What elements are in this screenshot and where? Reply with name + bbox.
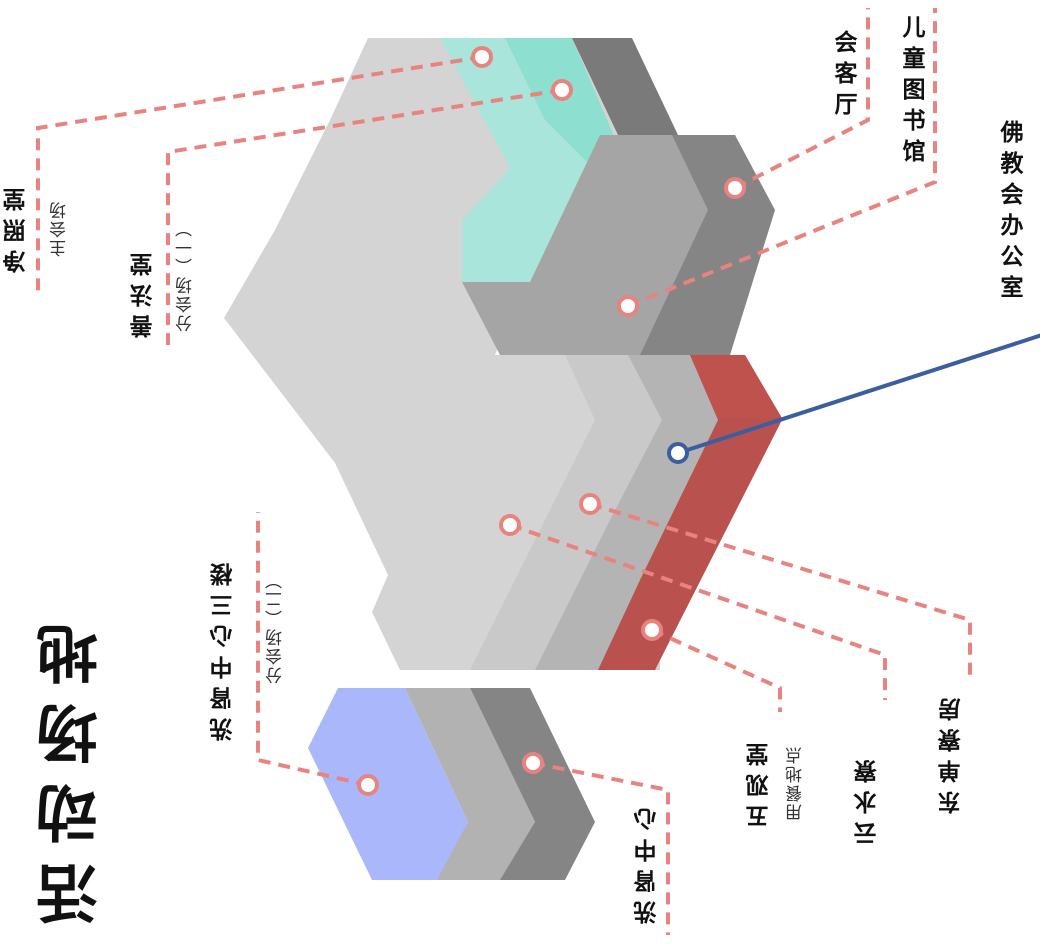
marker-ertong[interactable] [617, 295, 639, 317]
marker-dongcao[interactable] [579, 493, 601, 515]
tier-gray-mid [462, 135, 722, 355]
label-wuguan-name: 五观堂 [746, 735, 773, 828]
leader-xixian [532, 761, 670, 935]
marker-shanfa[interactable] [551, 79, 573, 101]
page-title: 活动场地 [36, 605, 109, 925]
label-xixian3-name: 洗肾中心三楼 [210, 555, 237, 741]
leader-yunshui [509, 523, 887, 700]
marker-huike[interactable] [724, 177, 746, 199]
leader-fojiao [677, 100, 1040, 455]
leader-huike [734, 8, 870, 190]
label-jingzhao-sub: 主会场 [50, 200, 70, 257]
label-xixian3-sub: 分会场（二） [266, 570, 286, 684]
small-gray [405, 688, 535, 880]
marker-jingzhao[interactable] [471, 46, 493, 68]
marker-xixian3[interactable] [357, 774, 379, 796]
tier-dark-top [572, 38, 678, 135]
tier-mid-lower [535, 355, 738, 670]
label-dongcao-name: 东单寮房 [938, 690, 965, 814]
label-huike-name: 会客厅 [830, 30, 857, 123]
label-wuguan-sub: 用餐地点 [786, 745, 806, 821]
leader-ertong [627, 8, 937, 308]
leader-wuguan [651, 628, 782, 712]
tier-teal-edge [505, 38, 620, 165]
tier-red-cap [690, 355, 782, 418]
small-building [308, 688, 595, 880]
label-shanfa-sub: 分会场（一） [176, 218, 196, 332]
label-shanfa-name: 善法堂 [130, 245, 157, 338]
leader-jingzhao [36, 55, 483, 292]
tier-light-lower [470, 355, 678, 670]
small-blue [308, 688, 468, 880]
label-jingzhao-name: 净照堂 [3, 180, 30, 273]
label-xixian-name: 洗肾中心 [634, 800, 661, 924]
leader-lines [36, 8, 972, 935]
marker-wuguan[interactable] [641, 619, 663, 641]
marker-xixian[interactable] [522, 752, 544, 774]
label-yunshui-name: 云水寮 [854, 752, 881, 845]
markers [357, 46, 746, 796]
leader-shanfa [166, 88, 563, 345]
label-ertong-name: 儿童图书馆 [898, 15, 925, 170]
marker-fojiao[interactable] [667, 442, 689, 464]
label-fojiao-name: 佛教会办公室 [996, 120, 1023, 306]
marker-yunshui[interactable] [499, 514, 521, 536]
main-building [224, 38, 782, 670]
small-dark [470, 688, 595, 880]
